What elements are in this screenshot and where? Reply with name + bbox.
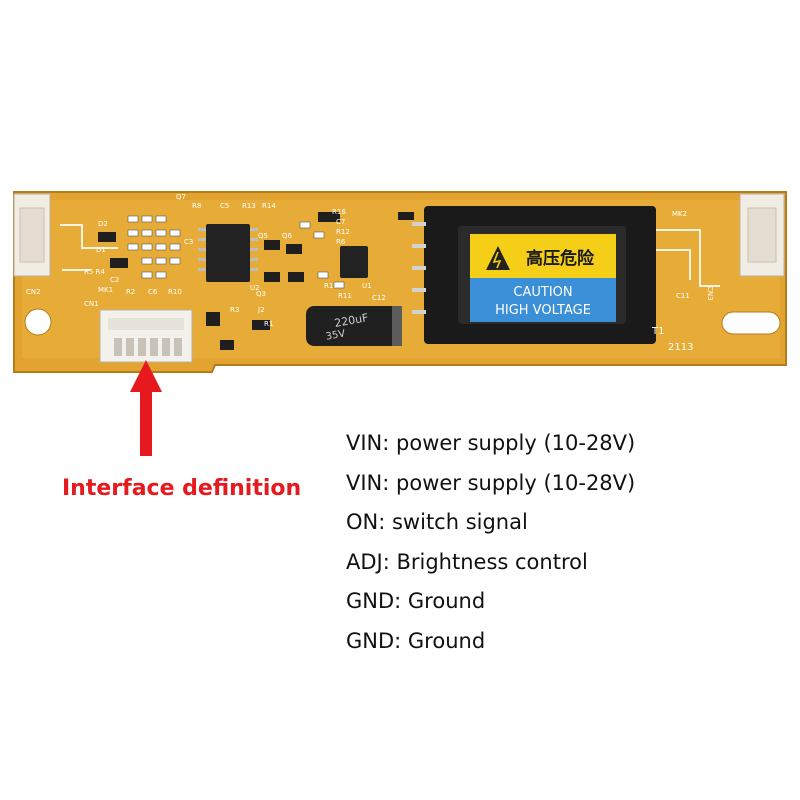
connector-cn3 [739,193,785,277]
mounting-hole-left [24,308,52,336]
silk-q5: Q5 [258,232,268,240]
svg-text:高压危险: 高压危险 [526,248,595,269]
svg-text:CAUTION: CAUTION [513,285,572,300]
silk-r17: R17 [324,282,338,290]
silk-q3: Q3 [256,290,266,298]
silk-q7: Q7 [176,193,186,201]
svg-text:220uF: 220uF [333,311,369,330]
silk-r8: R8 [192,202,201,210]
silk-c3: C3 [184,238,193,246]
silk-cn2: CN2 [26,288,41,296]
silkscreen-labels: CN1 CN2 CN3 T1 C12 C11 Q7 R8 C5 R13 R14 … [26,193,714,353]
connector-cn2 [13,193,51,277]
silk-r13: R13 [242,202,256,210]
lightning-warning-icon [486,246,510,270]
silk-r1: R1 [264,320,273,328]
capacitor-c12: 220uF 35V [306,306,402,346]
inverter-board-photo: 220uF 35V 高压危险 CAUTION HIGH VOLTAGE CN1 … [0,0,800,380]
silk-c7: C7 [336,218,345,226]
silk-t1: T1 [651,326,664,337]
ic-u2 [206,224,250,282]
mounting-slot-right [721,311,781,335]
silk-cn3: CN3 [706,286,714,301]
silk-r3: R3 [230,306,239,314]
silk-c5: C5 [220,202,229,210]
arrow-up-icon [130,360,162,456]
pin-definition-1: VIN: power supply (10-28V) [346,431,636,455]
silk-c6: C6 [148,288,158,296]
silk-code: 2113 [668,342,693,353]
silk-r6: R6 [336,238,346,246]
ic-u1 [340,246,368,278]
silk-c12: C12 [372,294,386,302]
pin-definition-3: ON: switch signal [346,510,528,535]
interface-definition-label: Interface definition [62,476,302,501]
silk-r16: R16 [332,208,346,216]
svg-text:HIGH VOLTAGE: HIGH VOLTAGE [495,303,591,318]
silk-r12: R12 [336,228,350,236]
silk-r2: R2 [126,288,135,296]
silk-c11: C11 [676,292,690,300]
silk-mk2: MK2 [672,210,687,218]
pin-definition-6: GND: Ground [346,628,486,653]
high-voltage-warning-label: 高压危险 CAUTION HIGH VOLTAGE [470,234,616,322]
silk-u2: U2 [250,284,260,292]
connector-cn1 [99,309,193,363]
silk-q6: Q6 [282,232,293,240]
silk-d1: D1 [96,246,106,254]
silk-r5r4: R5 R4 [84,268,105,276]
pin-definition-5: GND: Ground [346,589,486,614]
svg-text:35V: 35V [325,328,346,342]
pin-definition-2: VIN: power supply (10-28V) [346,470,636,495]
silk-cn1: CN1 [84,300,99,308]
silk-j2: J2 [257,306,265,314]
silk-r14: R14 [262,202,276,210]
silk-u1: U1 [362,282,372,290]
silk-c2: C2 [110,276,119,284]
silk-r11: R11 [338,292,352,300]
silk-r10: R10 [168,288,182,296]
silk-mk1: MK1 [98,286,113,294]
pin-definitions-list: VIN: power supply (10-28V) VIN: power su… [346,424,635,662]
silk-d2: D2 [98,220,108,228]
pin-definition-4: ADJ: Brightness control [346,549,588,574]
